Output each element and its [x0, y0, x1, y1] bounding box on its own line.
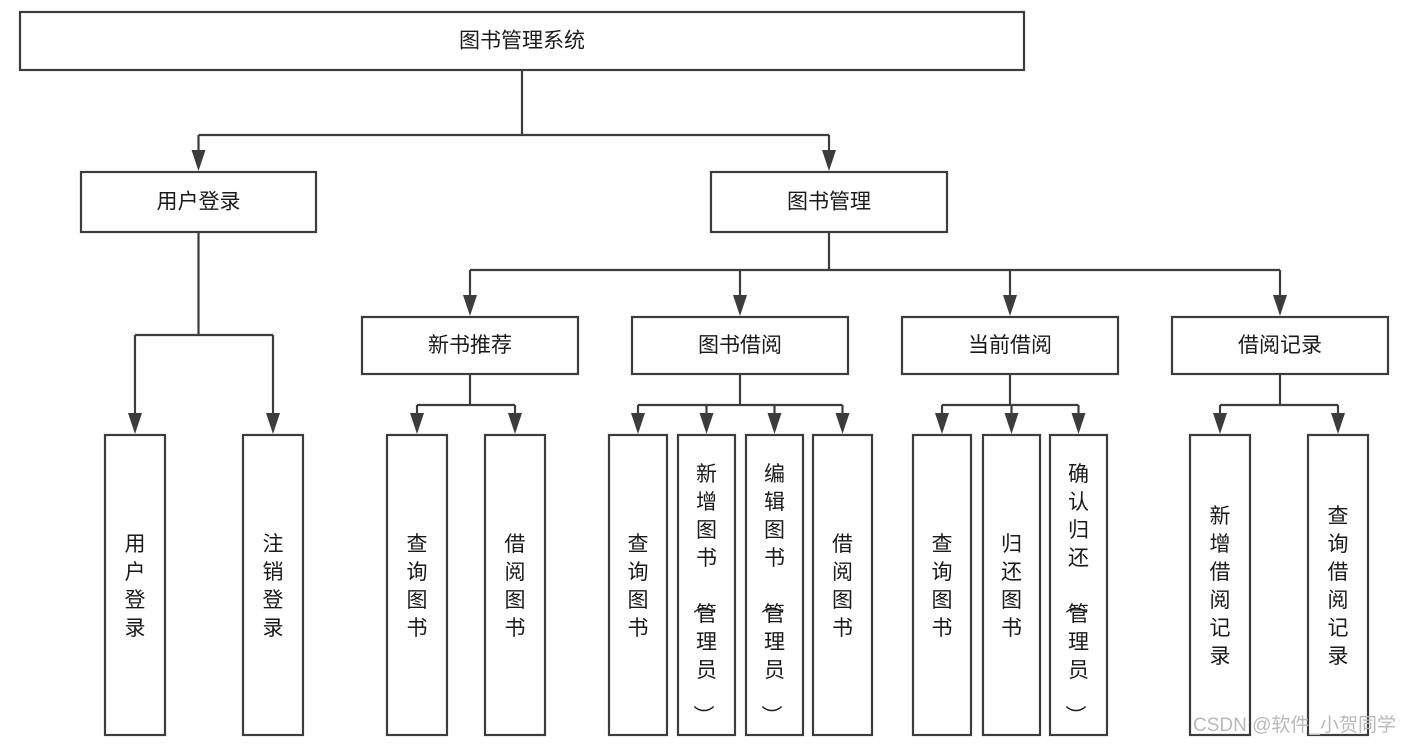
node-leaf-query-book-3[interactable]: 查询图书 [911, 433, 973, 737]
node-label-leaf-borrow-book-1: 借阅图书 [505, 533, 526, 640]
connector-arrowhead [1003, 295, 1017, 316]
node-box-current-borrow[interactable] [900, 315, 1120, 376]
connector-arrowhead [835, 413, 850, 434]
node-box-book-borrow[interactable] [630, 315, 850, 376]
node-label-book-borrow: 图书借阅 [698, 334, 782, 357]
connector-arrowhead [1213, 413, 1227, 434]
node-layer: 图书管理系统用户登录图书管理新书推荐图书借阅当前借阅借阅记录用户登录注销登录查询… [18, 10, 1390, 737]
node-box-leaf-confirm-return[interactable] [1048, 433, 1109, 737]
csdn-watermark: CSDN @软件_小贺同学 [1193, 714, 1396, 736]
connector-group-book-borrow [631, 374, 850, 434]
connector-arrowhead [699, 413, 714, 434]
node-leaf-query-book-1[interactable]: 查询图书 [385, 433, 449, 737]
node-leaf-confirm-return[interactable]: 确认归还（管理员） [1048, 433, 1109, 737]
node-current-borrow[interactable]: 当前借阅 [900, 315, 1120, 376]
node-box-leaf-query-book-2[interactable] [607, 433, 669, 737]
node-box-leaf-query-record[interactable] [1306, 433, 1370, 737]
node-box-root[interactable] [18, 10, 1026, 72]
connector-arrowhead [266, 413, 280, 434]
node-label-current-borrow: 当前借阅 [968, 334, 1052, 357]
node-book-borrow[interactable]: 图书借阅 [630, 315, 850, 376]
node-leaf-query-record[interactable]: 查询借阅记录 [1306, 433, 1370, 737]
connector-group-borrow-record [1213, 374, 1345, 434]
connector-arrowhead [733, 295, 747, 316]
node-label-root: 图书管理系统 [459, 30, 585, 53]
node-box-leaf-logout[interactable] [241, 433, 305, 737]
node-box-leaf-borrow-book-2[interactable] [811, 433, 874, 737]
node-label-leaf-borrow-book-2: 借阅图书 [832, 533, 853, 640]
node-leaf-user-login[interactable]: 用户登录 [103, 433, 167, 737]
node-box-leaf-query-book-3[interactable] [911, 433, 973, 737]
node-label-user-login: 用户登录 [157, 191, 241, 214]
node-label-leaf-query-record: 查询借阅记录 [1328, 505, 1349, 668]
connector-layer [128, 70, 1345, 434]
node-root[interactable]: 图书管理系统 [18, 10, 1026, 72]
connector-group-user-login [128, 232, 280, 434]
node-box-leaf-user-login[interactable] [103, 433, 167, 737]
node-box-leaf-return-book[interactable] [981, 433, 1042, 737]
connector-arrowhead [631, 413, 645, 434]
node-label-leaf-query-book-1: 查询图书 [407, 533, 428, 640]
node-label-leaf-return-book: 归还图书 [1001, 533, 1022, 640]
node-label-leaf-confirm-return: 确认归还（管理员） [1063, 463, 1089, 726]
connector-arrowhead [128, 413, 142, 434]
connector-arrowhead [191, 150, 206, 171]
connector-arrowhead [463, 295, 477, 316]
node-borrow-record[interactable]: 借阅记录 [1170, 315, 1390, 376]
connector-arrowhead [1273, 295, 1287, 316]
connector-arrowhead [508, 413, 522, 434]
node-box-leaf-query-book-1[interactable] [385, 433, 449, 737]
node-label-leaf-logout: 注销登录 [263, 533, 284, 640]
connector-arrowhead [822, 150, 836, 171]
node-user-login[interactable]: 用户登录 [79, 170, 318, 234]
node-leaf-logout[interactable]: 注销登录 [241, 433, 305, 737]
node-label-borrow-record: 借阅记录 [1238, 334, 1322, 357]
node-box-user-login[interactable] [79, 170, 318, 234]
node-label-leaf-add-record: 新增借阅记录 [1210, 505, 1231, 668]
node-leaf-borrow-book-2[interactable]: 借阅图书 [811, 433, 874, 737]
node-label-leaf-add-book: 新增图书（管理员） [691, 463, 717, 726]
node-box-leaf-borrow-book-1[interactable] [483, 433, 547, 737]
connector-arrowhead [410, 413, 424, 434]
node-leaf-add-record[interactable]: 新增借阅记录 [1188, 433, 1252, 737]
node-label-leaf-query-book-2: 查询图书 [628, 533, 649, 640]
node-book-manage[interactable]: 图书管理 [709, 170, 949, 234]
node-box-book-manage[interactable] [709, 170, 949, 234]
node-label-book-manage: 图书管理 [787, 191, 871, 214]
node-label-leaf-query-book-3: 查询图书 [932, 533, 953, 640]
node-box-leaf-add-record[interactable] [1188, 433, 1252, 737]
connector-arrowhead [935, 413, 949, 434]
connector-arrowhead [1071, 413, 1086, 434]
node-label-new-book-rec: 新书推荐 [428, 334, 512, 357]
connector-group-root [191, 70, 836, 171]
node-label-leaf-user-login: 用户登录 [125, 533, 146, 640]
node-leaf-add-book[interactable]: 新增图书（管理员） [676, 433, 737, 737]
node-box-new-book-rec[interactable] [360, 315, 580, 376]
connector-group-current-borrow [935, 374, 1086, 434]
node-new-book-rec[interactable]: 新书推荐 [360, 315, 580, 376]
connector-arrowhead [767, 413, 782, 434]
connector-arrowhead [1004, 413, 1019, 434]
connector-arrowhead [1331, 413, 1345, 434]
node-leaf-edit-book[interactable]: 编辑图书（管理员） [744, 433, 805, 737]
node-box-borrow-record[interactable] [1170, 315, 1390, 376]
connector-group-book-manage [463, 232, 1287, 316]
node-leaf-return-book[interactable]: 归还图书 [981, 433, 1042, 737]
node-leaf-query-book-2[interactable]: 查询图书 [607, 433, 669, 737]
node-box-leaf-edit-book[interactable] [744, 433, 805, 737]
node-leaf-borrow-book-1[interactable]: 借阅图书 [483, 433, 547, 737]
node-label-leaf-edit-book: 编辑图书（管理员） [759, 463, 785, 726]
node-box-leaf-add-book[interactable] [676, 433, 737, 737]
connector-group-new-book-rec [410, 374, 522, 434]
